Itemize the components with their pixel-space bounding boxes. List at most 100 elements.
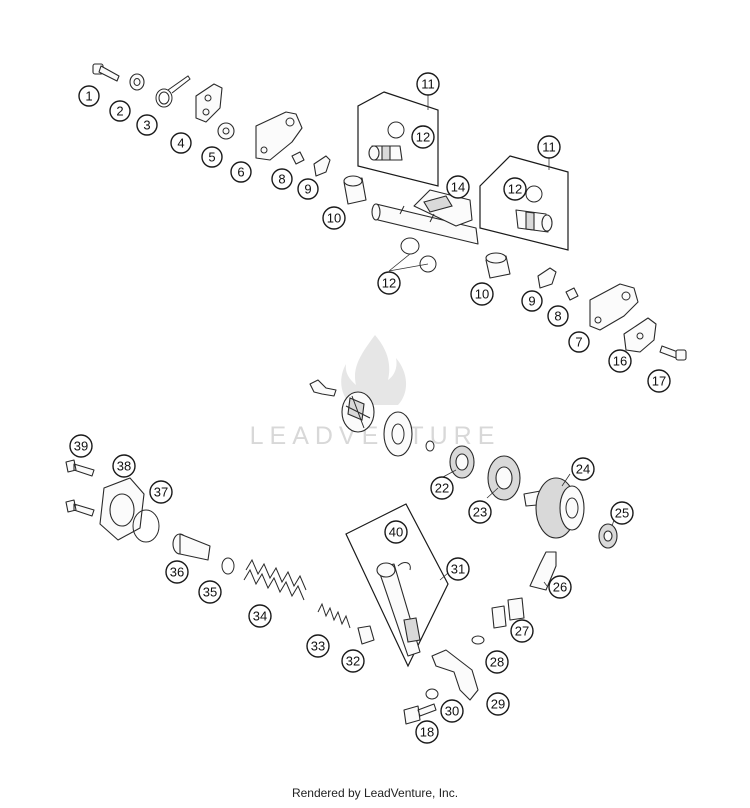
part-17-bolt: [659, 345, 687, 361]
callout-9b[interactable]: 9: [521, 290, 543, 312]
part-38-cover: [99, 477, 145, 541]
callout-17[interactable]: 17: [647, 369, 671, 393]
part-37-oring: [132, 509, 160, 543]
callout-36-label: 36: [170, 565, 184, 580]
callout-6[interactable]: 6: [230, 161, 252, 183]
part-4-plate: [195, 83, 223, 123]
flame-logo-icon: [341, 335, 407, 405]
part-12-oring-a: [400, 237, 420, 255]
callout-3[interactable]: 3: [136, 114, 158, 136]
callout-31-label: 31: [451, 562, 465, 577]
part-34-spring: [243, 558, 307, 601]
part-18-bolt: [403, 703, 437, 725]
part-16-plate: [623, 317, 657, 353]
part-9-clip-right: [537, 267, 557, 289]
part-9-clip: [313, 155, 331, 177]
part-30-washer: [425, 688, 439, 700]
callout-37-label: 37: [154, 485, 168, 500]
callout-9a[interactable]: 9: [297, 178, 319, 200]
part-10-bushing-left: [343, 175, 367, 205]
part-33-spring: [317, 602, 351, 629]
pump-impeller: [341, 391, 375, 433]
callout-12b[interactable]: 12: [503, 177, 527, 201]
callout-27-label: 27: [515, 624, 529, 639]
callout-40[interactable]: 40: [384, 520, 408, 544]
callout-29[interactable]: 29: [486, 692, 510, 716]
detail-box-11-right: [479, 155, 569, 251]
small-washer: [425, 440, 435, 452]
callout-24-label: 24: [576, 462, 590, 477]
callout-31[interactable]: 31: [446, 557, 470, 581]
callout-11a[interactable]: 11: [416, 72, 440, 96]
callout-23-label: 23: [473, 505, 487, 520]
lower-assembly: [65, 379, 618, 725]
callout-5-label: 5: [208, 150, 215, 165]
callout-3-label: 3: [143, 118, 150, 133]
callout-40-label: 40: [389, 525, 403, 540]
callout-16[interactable]: 16: [608, 349, 632, 373]
callout-38[interactable]: 38: [112, 454, 136, 478]
callout-29-label: 29: [491, 697, 505, 712]
callout-28-label: 28: [490, 655, 504, 670]
callout-32[interactable]: 32: [341, 649, 365, 673]
callout-5[interactable]: 5: [201, 146, 223, 168]
callout-8a-label: 8: [278, 172, 285, 187]
callout-39-label: 39: [74, 439, 88, 454]
callout-17-label: 17: [652, 374, 666, 389]
callout-27[interactable]: 27: [510, 619, 534, 643]
callout-22[interactable]: 22: [430, 476, 454, 500]
part-32-ratchet: [357, 625, 375, 645]
callout-6-label: 6: [237, 165, 244, 180]
part-1-bolt: [92, 63, 120, 82]
callout-9a-label: 9: [304, 182, 311, 197]
part-24-gear: [523, 477, 585, 539]
callout-39[interactable]: 39: [69, 434, 93, 458]
part-25-bearing: [598, 523, 618, 549]
callout-18-label: 18: [420, 725, 434, 740]
detail-box-31: [345, 503, 449, 668]
callout-30[interactable]: 30: [440, 699, 464, 723]
callout-8b[interactable]: 8: [547, 305, 569, 327]
callout-25[interactable]: 25: [610, 501, 634, 525]
callout-35-label: 35: [203, 585, 217, 600]
callout-16-label: 16: [613, 354, 627, 369]
callout-8a[interactable]: 8: [271, 168, 293, 190]
callout-4[interactable]: 4: [170, 132, 192, 154]
part-29-lever: [431, 649, 479, 701]
part-3-spring: [155, 75, 191, 108]
callout-24[interactable]: 24: [571, 457, 595, 481]
callout-10a[interactable]: 10: [322, 206, 346, 230]
callout-34-label: 34: [253, 609, 267, 624]
watermark-text: LEADVENTURE: [250, 422, 501, 450]
callout-33[interactable]: 33: [306, 634, 330, 658]
callout-12c[interactable]: 12: [377, 271, 401, 295]
callout-1[interactable]: 1: [78, 85, 100, 107]
callout-11b[interactable]: 11: [537, 135, 561, 159]
callout-26-label: 26: [553, 580, 567, 595]
callout-10b[interactable]: 10: [470, 282, 494, 306]
part-11-detail-right: [515, 185, 553, 233]
part-40-spring-clip: [397, 562, 411, 571]
callout-7-label: 7: [575, 335, 582, 350]
callout-12b-label: 12: [508, 182, 522, 197]
callout-28[interactable]: 28: [485, 650, 509, 674]
callout-8b-label: 8: [554, 309, 561, 324]
callout-9b-label: 9: [528, 294, 535, 309]
callout-2[interactable]: 2: [109, 100, 131, 122]
part-10-bushing-right: [485, 252, 511, 279]
callout-26[interactable]: 26: [548, 575, 572, 599]
callout-12a[interactable]: 12: [411, 125, 435, 149]
part-23-seal: [487, 455, 521, 501]
callout-37[interactable]: 37: [149, 480, 173, 504]
callout-35[interactable]: 35: [198, 580, 222, 604]
callout-34[interactable]: 34: [248, 604, 272, 628]
part-2-spacer: [129, 73, 145, 91]
part-7-lever: [589, 283, 639, 331]
callout-7[interactable]: 7: [568, 331, 590, 353]
callout-18[interactable]: 18: [415, 720, 439, 744]
callout-23[interactable]: 23: [468, 500, 492, 524]
callout-14[interactable]: 14: [446, 175, 470, 199]
callout-36[interactable]: 36: [165, 560, 189, 584]
callout-32-label: 32: [346, 654, 360, 669]
